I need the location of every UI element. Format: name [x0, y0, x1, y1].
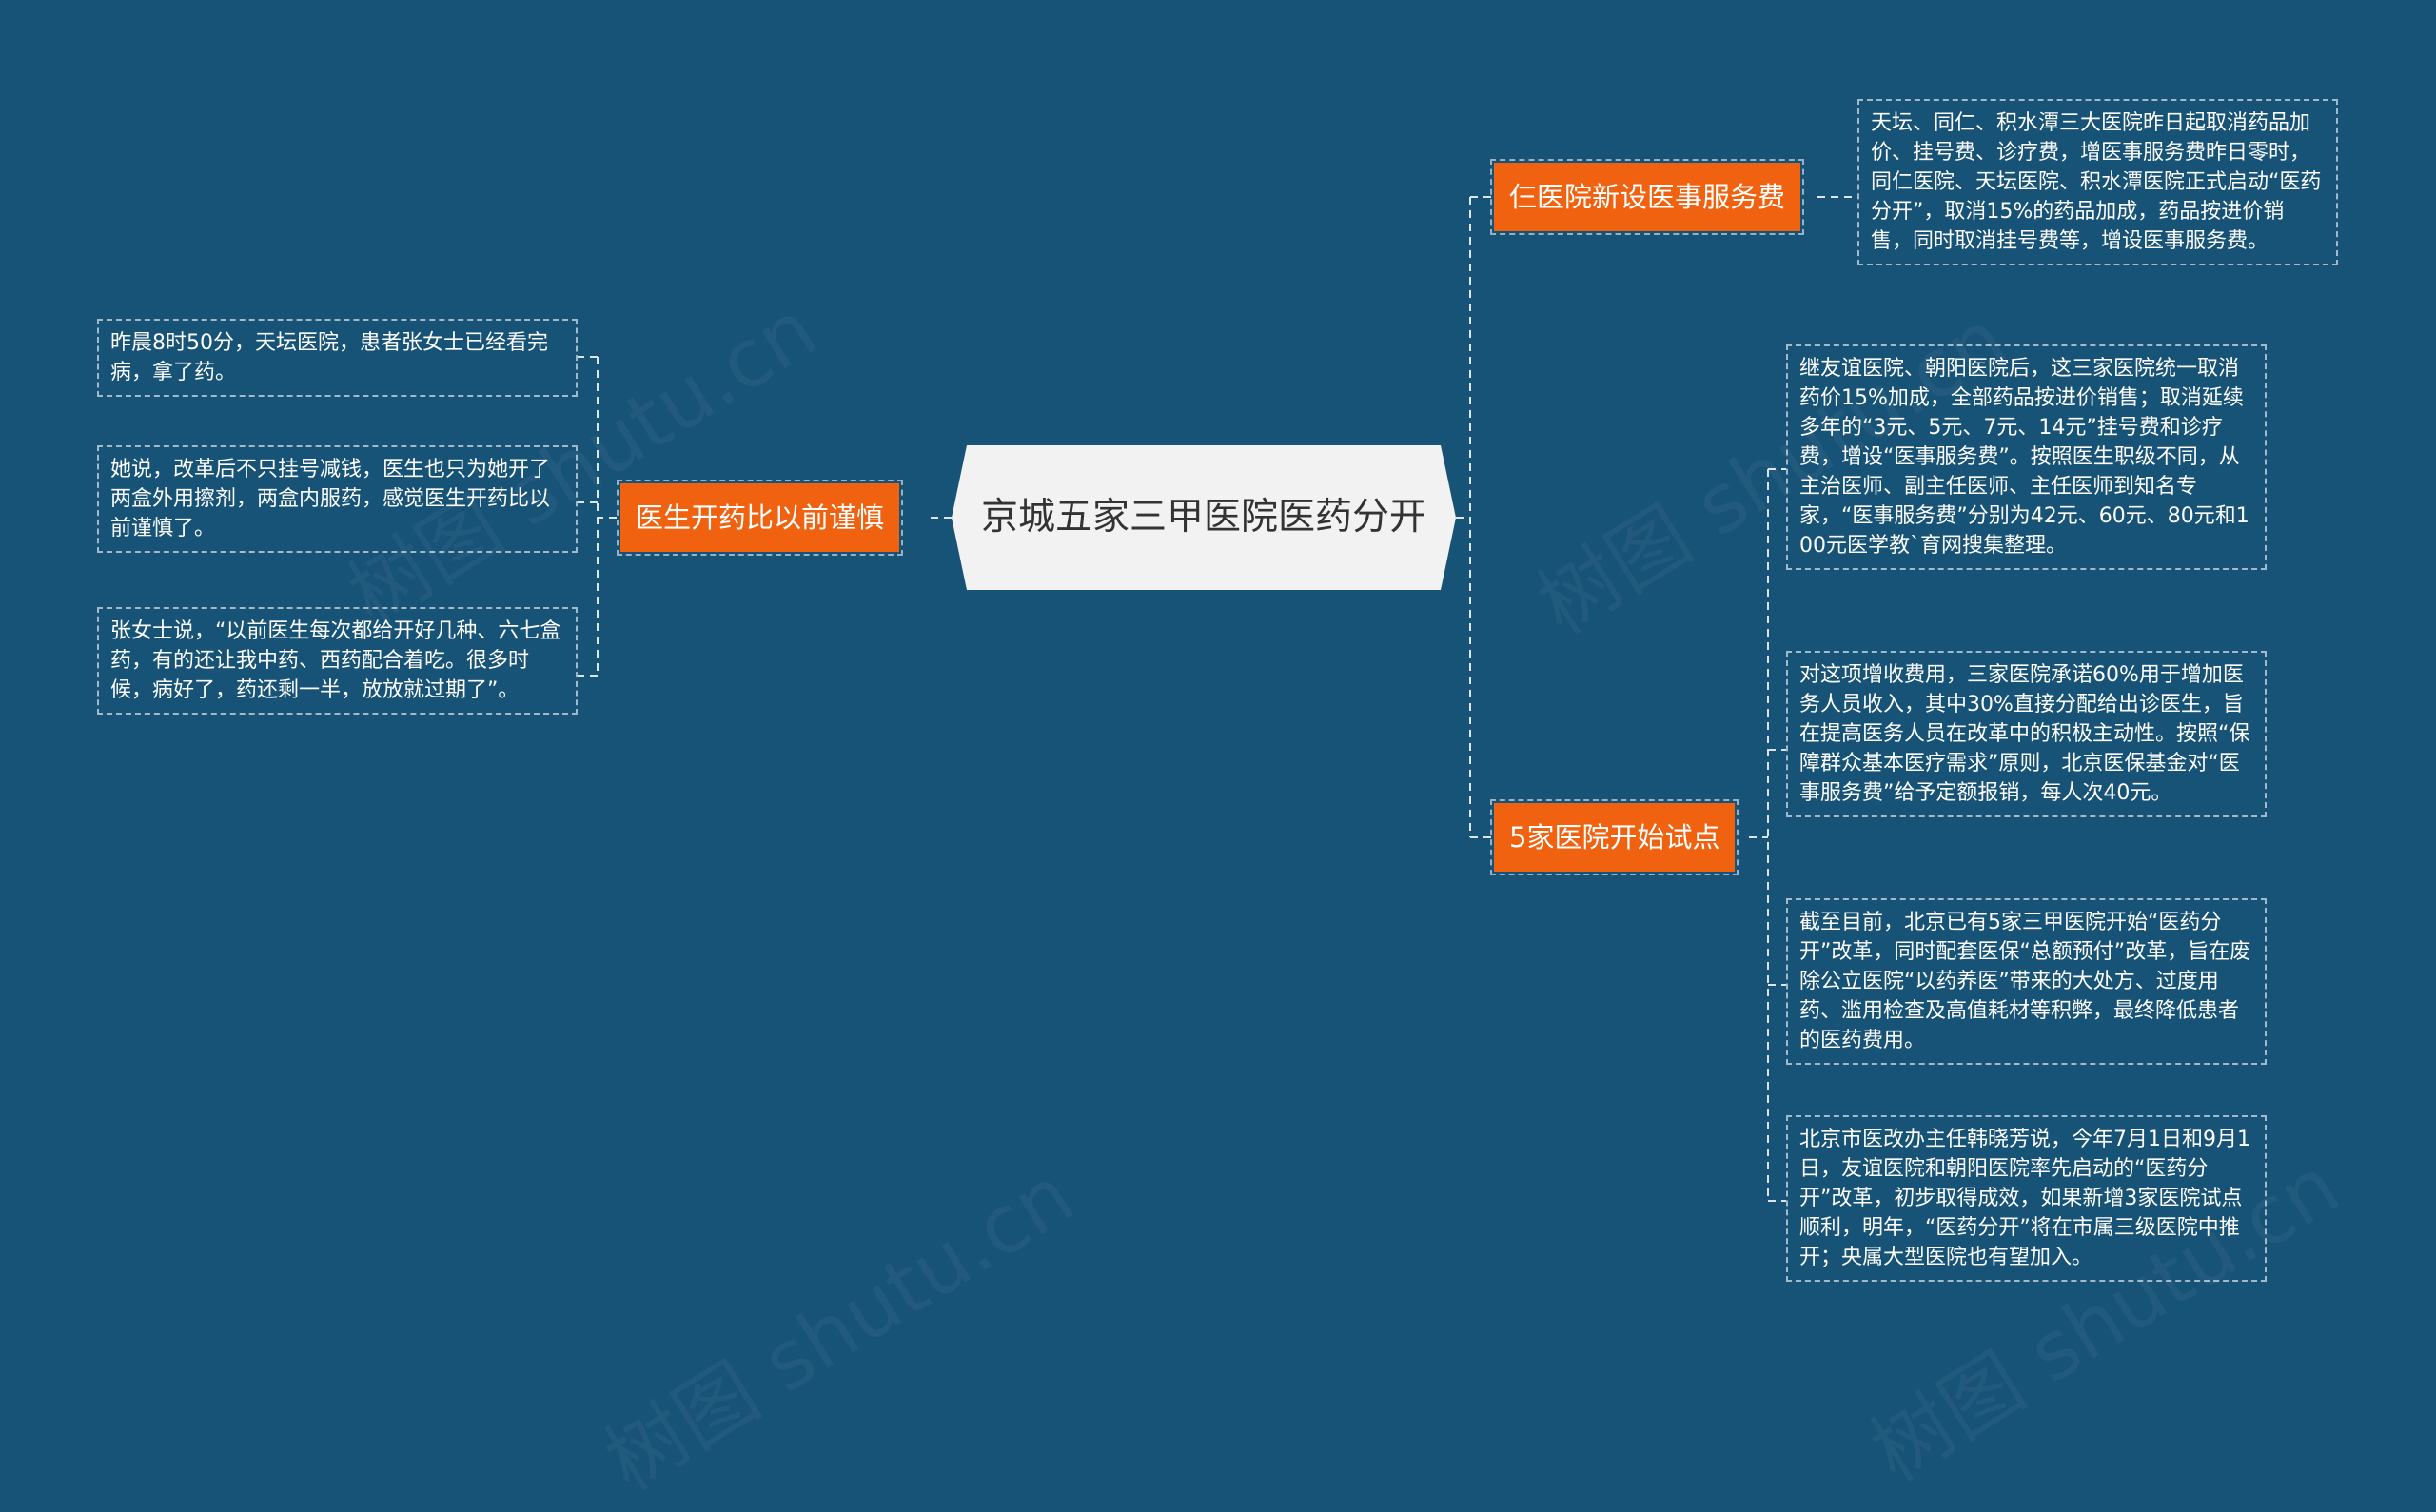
leaf-right-top-1: 天坛、同仁、积水潭三大医院昨日起取消药品加价、挂号费、诊疗费，增医事服务费昨日零…: [1857, 99, 2338, 265]
branch-label: 仨医院新设医事服务费: [1509, 181, 1786, 213]
leaf-right-bottom-4: 北京市医改办主任韩晓芳说，今年7月1日和9月1日，友谊医院和朝阳医院率先启动的“…: [1786, 1115, 2267, 1282]
branch-five-hospitals-pilot: 5家医院开始试点: [1489, 799, 1739, 875]
leaf-text: 截至目前，北京已有5家三甲医院开始“医药分开”改革，同时配套医保“总额预付”改革…: [1799, 911, 2251, 1052]
leaf-right-bottom-1: 继友谊医院、朝阳医院后，这三家医院统一取消药价15%加成，全部药品按进价销售；取…: [1786, 344, 2267, 570]
branch-label: 5家医院开始试点: [1509, 821, 1720, 854]
central-topic-text: 京城五家三甲医院医药分开: [980, 496, 1426, 539]
leaf-text: 对这项增收费用，三家医院承诺60%用于增加医务人员收入，其中30%直接分配给出诊…: [1799, 663, 2250, 805]
leaf-left-3: 张女士说，“以前医生每次都给开好几种、六七盒药，有的还让我中药、西药配合着吃。很…: [97, 607, 578, 715]
branch-label: 医生开药比以前谨慎: [636, 501, 885, 534]
leaf-text: 天坛、同仁、积水潭三大医院昨日起取消药品加价、挂号费、诊疗费，增医事服务费昨日零…: [1871, 111, 2322, 253]
connector-lines: [578, 196, 1857, 1202]
central-topic: 京城五家三甲医院医药分开: [952, 445, 1456, 590]
leaf-right-bottom-3: 截至目前，北京已有5家三甲医院开始“医药分开”改革，同时配套医保“总额预付”改革…: [1786, 898, 2267, 1065]
branch-service-fee: 仨医院新设医事服务费: [1489, 159, 1805, 235]
branch-doctor-prescribing: 医生开药比以前谨慎: [616, 480, 904, 556]
leaf-text: 昨晨8时50分，天坛医院，患者张女士已经看完病，拿了药。: [110, 331, 548, 384]
leaf-text: 继友谊医院、朝阳医院后，这三家医院统一取消药价15%加成，全部药品按进价销售；取…: [1799, 357, 2249, 558]
leaf-left-2: 她说，改革后不只挂号减钱，医生也只为她开了两盒外用擦剂，两盒内服药，感觉医生开药…: [97, 445, 578, 553]
leaf-text: 张女士说，“以前医生每次都给开好几种、六七盒药，有的还让我中药、西药配合着吃。很…: [110, 619, 561, 702]
leaf-text: 北京市医改办主任韩晓芳说，今年7月1日和9月1日，友谊医院和朝阳医院率先启动的“…: [1799, 1128, 2250, 1269]
leaf-text: 她说，改革后不只挂号减钱，医生也只为她开了两盒外用擦剂，两盒内服药，感觉医生开药…: [110, 458, 551, 540]
leaf-right-bottom-2: 对这项增收费用，三家医院承诺60%用于增加医务人员收入，其中30%直接分配给出诊…: [1786, 651, 2267, 817]
leaf-left-1: 昨晨8时50分，天坛医院，患者张女士已经看完病，拿了药。: [97, 319, 578, 397]
